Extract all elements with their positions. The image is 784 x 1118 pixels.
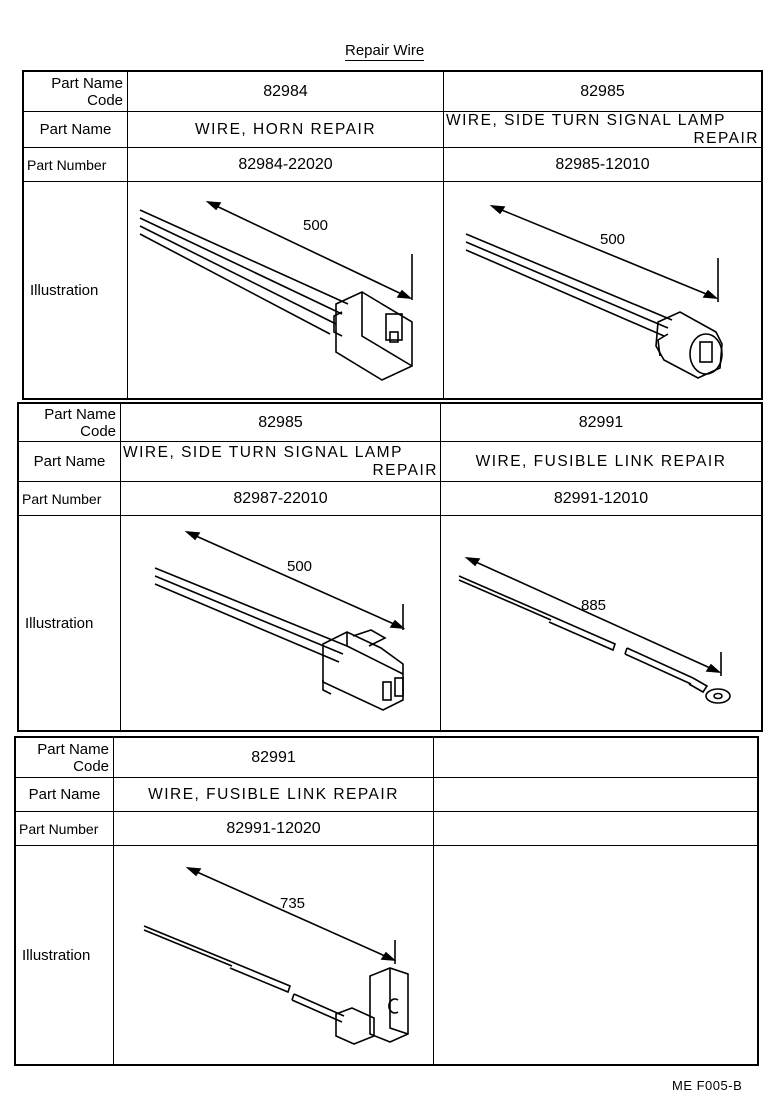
page-code: ME F005-B [672,1078,743,1093]
parts-block-3: Part Name Code 82991 Part Name WIRE, FUS… [14,736,759,1066]
part-number: 82987-22010 [121,482,441,515]
part-code [434,738,757,777]
part-code: 82985 [580,82,625,100]
part-number [434,812,757,845]
illustration-cell-empty [434,846,757,1064]
number-row: Part Number 82984-22020 82985-12010 [24,148,761,182]
name-label: Part Name [24,112,128,147]
part-name [434,778,757,811]
name-label: Part Name [16,778,114,811]
illustration-row: Illustration 500 [24,182,761,398]
side-turn-signal-connector-illustration: 500 [465,205,723,379]
parts-block-1: Part Name Code 82984 82985 Part Name WIR… [22,70,763,400]
illustration-label: Illustration [16,846,114,1064]
part-code: 82984 [128,72,444,111]
part-name: WIRE, FUSIBLE LINK REPAIR [475,452,727,470]
illustration-cell: 735 [114,846,434,1064]
dimension-label: 500 [303,217,328,234]
code-label-line2: Code [87,91,123,109]
illustration-cell: 885 [441,516,761,730]
page-title: Repair Wire [345,42,425,61]
name-label: Part Name [19,442,121,481]
part-code: 82991 [578,413,624,431]
number-label: Part Number [24,148,128,181]
part-code: 82985 [121,404,441,441]
part-number: 82991-12020 [114,812,434,845]
illustration-cell: 500 [121,516,441,730]
code-label-line1: Part Name [37,740,109,758]
part-name: WIRE, FUSIBLE LINK REPAIR [114,778,434,811]
horn-wire-connector-illustration: 500 [139,201,413,381]
code-label: Part Name Code [16,738,114,777]
code-label-line2: Code [80,422,116,440]
name-row: Part Name WIRE, FUSIBLE LINK REPAIR [16,778,757,812]
code-label-line1: Part Name [44,405,116,423]
parts-block-2: Part Name Code 82985 82991 Part Name WIR… [17,402,763,732]
part-name: WIRE, SIDE TURN SIGNAL LAMP REPAIR [444,112,761,147]
code-row: Part Name Code 82991 [16,738,757,778]
part-name: WIRE, HORN REPAIR [128,112,444,147]
part-name-line2: REPAIR [693,129,759,147]
fusible-link-terminal-illustration: 735 [143,867,409,1045]
part-name-line1: WIRE, SIDE TURN SIGNAL LAMP [123,443,403,461]
number-row: Part Number 82987-22010 82991-12010 [19,482,761,516]
part-name-line2: REPAIR [372,461,438,479]
dimension-label: 500 [287,558,312,575]
number-label: Part Number [16,812,114,845]
part-number: 82985-12010 [555,155,650,173]
fusible-link-wire-illustration: 885 [458,557,731,704]
illustration-row: Illustration 500 [19,516,761,730]
code-label: Part Name Code [24,72,128,111]
dimension-label: 735 [280,895,305,912]
number-row: Part Number 82991-12020 [16,812,757,846]
name-row: Part Name WIRE, HORN REPAIR WIRE, SIDE T… [24,112,761,148]
part-number: 82991-12010 [553,489,649,507]
dimension-label: 500 [600,231,625,248]
code-row: Part Name Code 82984 82985 [24,72,761,112]
part-name: WIRE, SIDE TURN SIGNAL LAMP REPAIR [121,442,441,481]
side-turn-signal-connector-illustration: 500 [154,531,406,711]
illustration-label: Illustration [19,516,121,730]
code-label-line1: Part Name [51,74,123,92]
illustration-row: Illustration [16,846,757,1064]
part-code: 82991 [114,738,434,777]
name-row: Part Name WIRE, SIDE TURN SIGNAL LAMP RE… [19,442,761,482]
code-label-line2: Code [73,757,109,775]
code-label: Part Name Code [19,404,121,441]
dimension-label: 885 [581,597,606,614]
illustration-cell: 500 [128,182,444,398]
part-number: 82984-22020 [128,148,444,181]
illustration-label: Illustration [24,182,128,398]
code-row: Part Name Code 82985 82991 [19,404,761,442]
part-name-line1: WIRE, SIDE TURN SIGNAL LAMP [446,111,726,129]
illustration-cell: 500 [444,182,761,398]
number-label: Part Number [19,482,121,515]
